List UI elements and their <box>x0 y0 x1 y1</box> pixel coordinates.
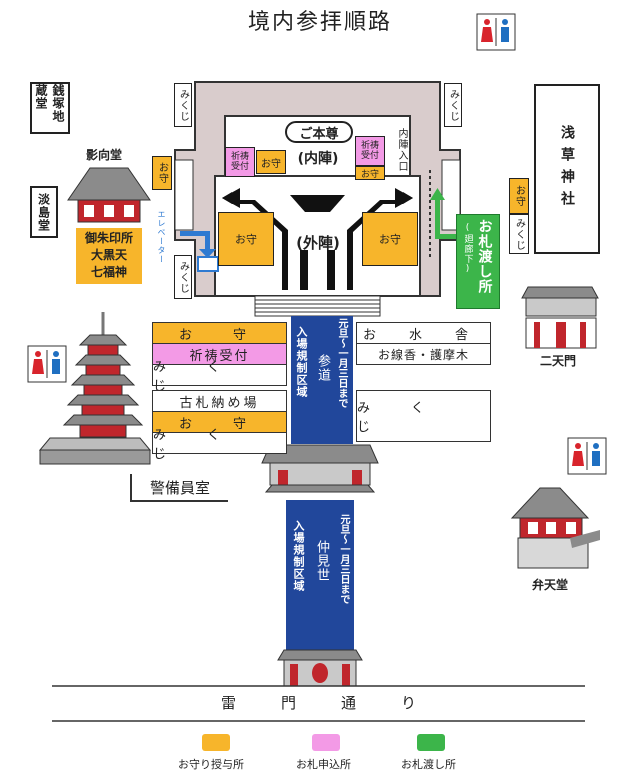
omamori-gaijin-right: お守 <box>362 212 418 266</box>
left-stalls-top: お 守 祈祷受付 み く じ <box>152 322 287 394</box>
elevator-arrow <box>180 231 219 272</box>
ofuda-arrow <box>430 188 460 239</box>
kaminarimon-street: 雷 門 通 り <box>220 694 416 712</box>
sando-restriction: 入場規制区域 <box>295 326 308 398</box>
page-title: 境内参拝順路 <box>247 10 392 35</box>
kito-right: 祈祷受付 <box>355 136 385 166</box>
stall-omamori-1: お 守 <box>153 323 286 344</box>
legend: お守り授与所 お札申込所 お札渡し所 <box>60 734 580 771</box>
nakamise-path <box>286 500 354 650</box>
stall-kito: 祈祷受付 <box>153 344 286 365</box>
stall-senko: お線香・護摩木 <box>377 347 469 362</box>
kaminarimon-gate <box>277 649 363 687</box>
ofuda-watashi-box: お札渡し所 (廻廊下) <box>456 214 500 309</box>
legend-label-omamori: お守り授与所 <box>178 758 244 771</box>
nitenmon-building <box>521 286 599 349</box>
stall-mikuji-3: み く じ <box>357 401 466 435</box>
gaijin-label: (外陣) <box>296 234 340 252</box>
legend-swatch-ofuda-watashi <box>417 734 445 751</box>
toilet-icon-top <box>476 13 516 51</box>
omamori-left-stand: お守 <box>152 156 172 190</box>
ofuda-watashi-sub: (廻廊下) <box>462 223 473 275</box>
stall-kofuda: 古札納め場 <box>153 391 286 412</box>
stall-mikuji-1: み く じ <box>153 360 262 394</box>
stall-mikuji-2: み く じ <box>153 428 262 462</box>
keibiin-shitsu: 警備員室 <box>130 474 228 502</box>
left-stalls-bottom: 古札納め場 お 守 み く じ <box>152 390 287 462</box>
stall-omamori-2: お 守 <box>153 412 286 433</box>
goshuin-label: 御朱印所 <box>84 231 133 245</box>
mikuji-top-right: みくじ <box>444 83 462 127</box>
legend-label-ofuda-watashi: お札渡し所 <box>401 758 456 771</box>
daikokuten-label: 大黒天 <box>90 248 127 262</box>
kito-right-text: 祈祷受付 <box>360 141 379 161</box>
mikuji-bottom-left: みくじ <box>174 255 192 299</box>
toilet-icon-right <box>567 437 607 475</box>
asakusa-jinja: 浅草神社 <box>534 84 600 254</box>
awashimado: 淡島堂 <box>30 186 58 238</box>
sando-name: 参道 <box>315 354 330 382</box>
pagoda <box>38 312 152 465</box>
sando-path <box>291 316 353 444</box>
mikuji-jinja: みくじ <box>509 214 529 254</box>
toilet-icon-left <box>27 345 67 383</box>
goshuin-box: 御朱印所 大黒天 七福神 <box>76 228 142 284</box>
naijin-label: (内陣) <box>297 151 339 167</box>
hozomon-gate <box>261 444 379 493</box>
legend-label-ofuda-moushikomi: お札申込所 <box>296 758 351 771</box>
stall-omizuya: お 水 舎 <box>357 323 490 344</box>
legend-swatch-omamori <box>202 734 230 751</box>
nakamise-restriction: 入場規制区域 <box>292 520 305 592</box>
bentendo-building <box>510 487 600 569</box>
nakamise-period: 元旦～一月三日まで <box>338 514 349 604</box>
right-stalls-bottom: み く じ <box>356 390 491 442</box>
omamori-gaijin-left: お守 <box>218 212 274 266</box>
eikodo-building <box>67 167 151 223</box>
right-stalls-top: お 水 舎 お線香・護摩木 <box>356 322 491 365</box>
elevator-label: エレベーター <box>157 210 166 264</box>
nitenmon-label: 二天門 <box>540 354 577 368</box>
honzon-label: ご本尊 <box>285 121 353 143</box>
sando-period: 元旦～一月三日まで <box>336 318 347 408</box>
omamori-naijin: お守 <box>256 150 286 174</box>
omamori-jinja: お守 <box>509 178 529 214</box>
nakamise-name: 仲見世 <box>314 540 329 582</box>
kito-left: 祈祷受付 <box>225 147 255 177</box>
naijin-entrance-label: 内陣入口 <box>396 128 407 172</box>
omamori-naijin-right: お守 <box>355 166 385 180</box>
shichifukujin-label: 七福神 <box>90 265 127 279</box>
ofuda-watashi-label: お札渡し所 <box>476 219 493 294</box>
eikodo-label: 影向堂 <box>86 148 123 162</box>
zenizuka-jizodo: 銭塚地蔵堂 <box>30 82 70 134</box>
mikuji-top-left: みくじ <box>174 83 192 127</box>
bentendo-label: 弁天堂 <box>532 578 569 592</box>
kito-left-text: 祈祷受付 <box>230 152 249 172</box>
legend-swatch-ofuda-moushikomi <box>312 734 340 751</box>
